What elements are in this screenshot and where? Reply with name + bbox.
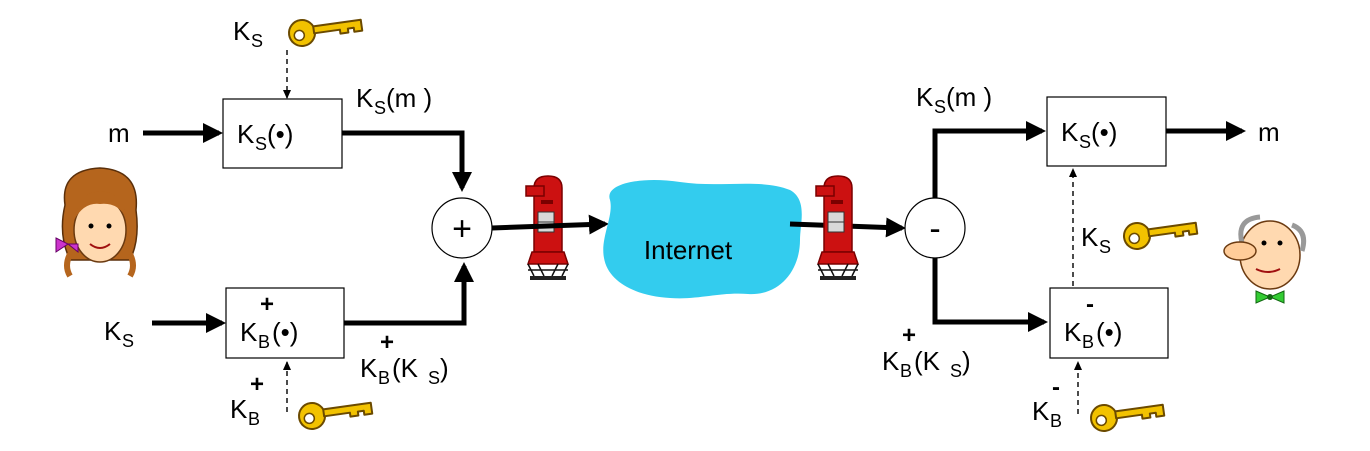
svg-text:K: K [104,316,122,346]
svg-text:(K: (K [392,353,419,383]
svg-text:B: B [248,409,260,429]
svg-text:K: K [240,317,258,347]
key-icon [1088,395,1167,434]
symmetric-decrypt-box [1046,96,1167,167]
svg-text:(m ): (m ) [386,83,432,113]
encrypted-key-line [344,262,474,326]
mailbox-icon [815,175,859,281]
svg-text:): ) [962,346,971,376]
public-key-encrypt-label: + K B (•) [240,291,298,352]
svg-text:(•): (•) [272,317,298,347]
received-message-line [932,121,1046,198]
svg-text:K: K [1064,317,1082,347]
svg-text:B: B [900,361,912,381]
svg-text:+: + [380,329,394,356]
svg-text:K: K [1081,222,1099,252]
message-input-label: m [108,118,130,148]
svg-text:S: S [255,134,267,154]
svg-text:+: + [260,291,274,318]
sender-session-key-label: K S [233,16,263,51]
svg-text:K: K [356,83,374,113]
private-key-decrypt-box [1049,287,1169,359]
svg-text:S: S [1079,132,1091,152]
received-encrypted-key-label: + K B (K S ) [882,322,971,381]
svg-text:+: + [902,322,916,349]
svg-text:B: B [1050,411,1062,431]
svg-text:S: S [934,97,946,117]
public-key-encrypt-box [225,287,345,359]
received-encrypted-message-label: K S (m ) [916,82,992,117]
public-key-label: + K B [230,371,264,429]
svg-text:K: K [360,353,378,383]
session-key-input-label: K S [104,316,134,351]
received-key-line [932,258,1048,332]
private-key-label: - K B [1032,374,1062,431]
svg-text:(m ): (m ) [946,82,992,112]
bob-avatar [1223,214,1307,304]
key-icon [296,393,375,432]
svg-text:B: B [258,332,270,352]
svg-text:(•): (•) [1091,117,1117,147]
encrypted-message-line [342,130,472,192]
svg-text:-: - [1086,291,1094,318]
svg-text:S: S [1099,237,1111,257]
svg-text:S: S [374,98,386,118]
internet-cloud [603,180,802,299]
svg-text:S: S [428,368,440,388]
svg-text:(•): (•) [267,119,293,149]
svg-text:K: K [1032,396,1050,426]
key-icon [286,10,365,49]
svg-text:): ) [440,353,449,383]
svg-text:B: B [1082,332,1094,352]
svg-text:K: K [230,394,248,424]
svg-text:S: S [251,31,263,51]
key-icon [1121,213,1200,252]
svg-text:K: K [882,346,900,376]
svg-text:-: - [929,210,940,248]
encrypted-message-label: K S (m ) [356,83,432,118]
svg-text:K: K [916,82,934,112]
svg-text:B: B [378,368,390,388]
svg-text:S: S [122,331,134,351]
internet-label: Internet [644,235,733,265]
symmetric-encrypt-label: K S (•) [237,119,293,154]
recovered-session-key-label: K S [1081,222,1111,257]
svg-text:(•): (•) [1096,317,1122,347]
encrypted-session-key-label: + K B (K S ) [360,329,449,388]
alice-avatar [55,167,138,278]
private-key-decrypt-label: - K B (•) [1064,291,1122,352]
svg-text:S: S [950,361,962,381]
svg-text:-: - [1052,374,1060,401]
svg-text:+: + [452,210,472,248]
message-output-label: m [1258,117,1280,147]
svg-text:K: K [233,16,251,46]
svg-text:K: K [237,119,255,149]
svg-text:K: K [1061,117,1079,147]
send-to-internet-arrow [491,214,609,235]
svg-text:(K: (K [914,346,941,376]
symmetric-encrypt-box [222,98,343,169]
svg-text:+: + [250,371,264,398]
symmetric-decrypt-label: K S (•) [1061,117,1117,152]
